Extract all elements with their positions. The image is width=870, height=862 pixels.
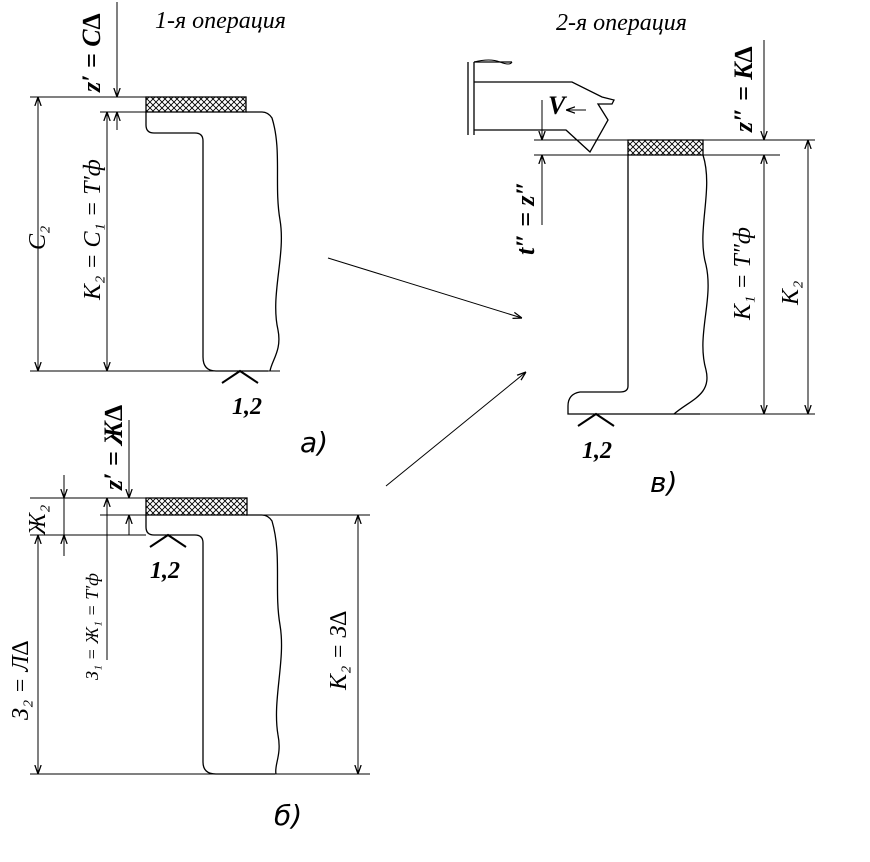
panel-v-velocity-label: V (548, 91, 568, 120)
panel-a-base-symbol (221, 369, 259, 384)
transition-arrow-a-to-v (327, 257, 522, 318)
transition-arrow-b-to-v (385, 372, 526, 487)
panel-a-label-k2: K₂ = C₁ = T′ф (80, 159, 106, 301)
panel-a-break-line (246, 111, 283, 372)
panel-a-workpiece-outline (145, 112, 268, 372)
panel-a: 1,2 C₂ K₂ = C₁ = T′ф z′ = C∆ а) (25, 2, 328, 459)
panel-b-workpiece-outline (145, 515, 275, 775)
panel-v: V 1,2 t″ = z″ z″ = K∆ K₁ = T″ф K₂ в) (467, 40, 815, 499)
panel-v-label-k2: K₂ (778, 281, 804, 306)
panel-v-base-symbol (577, 412, 615, 427)
panel-a-label-c2: C₂ (25, 226, 51, 250)
panel-v-break-line (673, 154, 709, 415)
panel-v-label-k1: K₁ = T″ф (730, 227, 756, 321)
panel-b-label-z1: З₁ = Ж₁ = T′ф (82, 573, 102, 680)
operation-1-header: 1-я операция (155, 8, 286, 34)
panel-b: 1,2 Ж₂ З₂ = Л∆ З₁ = Ж₁ = T′ф z′ = Ж∆ K₂ … (8, 405, 370, 832)
operation-2-header: 2-я операция (556, 10, 687, 36)
caption-b: б) (274, 799, 302, 832)
panel-b-label-z: z′ = Ж∆ (99, 405, 128, 491)
panel-v-workpiece-outline (567, 155, 700, 415)
panel-b-break-line (246, 514, 283, 775)
panel-b-allowance-layer (145, 497, 248, 516)
panel-a-base-mark: 1,2 (232, 394, 262, 420)
panel-b-base-symbol (149, 533, 187, 548)
panel-v-cutting-tool (467, 61, 615, 154)
panel-b-base-mark: 1,2 (150, 558, 180, 584)
panel-v-allowance-layer (627, 139, 704, 156)
panel-b-label-k2: K₂ = З∆ (326, 611, 352, 691)
caption-v: в) (650, 466, 677, 499)
panel-a-label-z: z′ = C∆ (77, 13, 106, 93)
panel-v-base-mark: 1,2 (582, 438, 612, 464)
panel-b-label-j2: Ж₂ (25, 505, 51, 536)
caption-a: а) (300, 426, 328, 459)
panel-v-label-z: z″ = K∆ (729, 46, 758, 133)
panel-v-label-t: t″ = z″ (511, 181, 540, 255)
panel-b-label-z2: З₂ = Л∆ (8, 640, 34, 720)
panel-a-allowance-layer (145, 96, 247, 113)
